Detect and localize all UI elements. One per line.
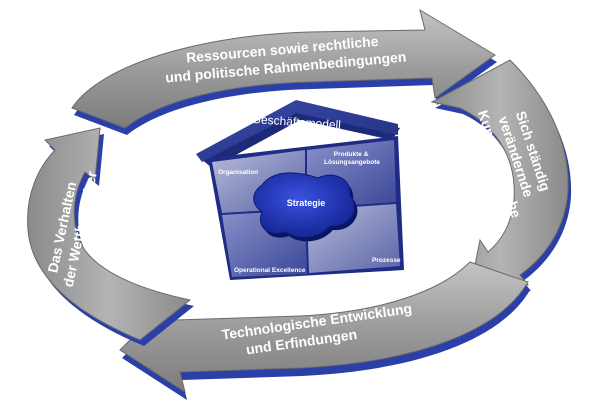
quadrant-label-organisation: Organisation <box>218 169 258 176</box>
arrow-left-competitors: Das Verhalten der Wettbewerber <box>27 127 195 346</box>
arrow-right-customer-wishes: Sich ständig verändernde Kundenwünsche <box>430 59 572 296</box>
quadrant-label-operational-excellence: Operational Excellence <box>234 267 306 274</box>
quadrant-label-products-line1: Produkte & <box>334 151 369 158</box>
business-model-house: Geschäftsmodell Organisation Produkte & … <box>196 100 404 280</box>
house-roof <box>196 100 398 162</box>
quadrant-label-products-line2: Lösungsangebote <box>324 159 380 166</box>
strategy-core <box>253 172 355 238</box>
strategy-core-label: Strategie <box>287 198 326 208</box>
svg-text:Produkte & Lösungsangebo: Produkte & Lösungsangebote <box>324 151 380 166</box>
quadrant-label-processes: Prozesse <box>372 257 401 264</box>
house-roof-label: Geschäftsmodell <box>251 112 341 132</box>
arrow-top-resources: Ressourcen sowie rechtliche und politisc… <box>71 8 497 135</box>
arrow-bottom-technology: Technologische Entwicklung und Erfindung… <box>119 261 530 400</box>
